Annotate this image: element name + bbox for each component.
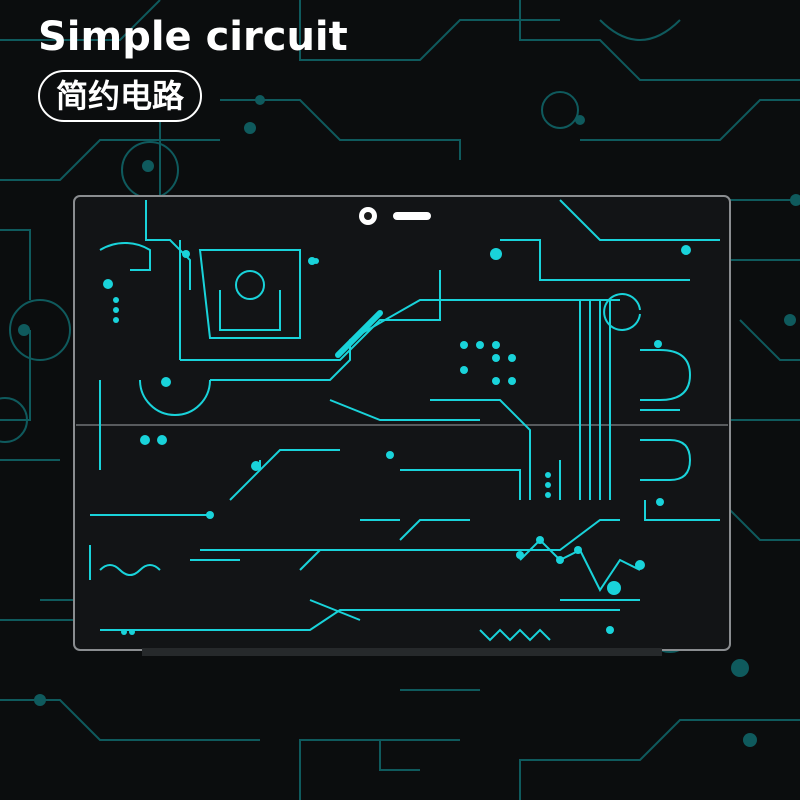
tablet-device <box>73 195 731 656</box>
sensor-icon <box>393 212 431 220</box>
background-circuit-nodes <box>18 95 800 747</box>
product-title: Simple circuit <box>38 14 348 60</box>
product-subtitle-badge: 简约电路 <box>38 70 203 122</box>
device-circuit-pattern <box>89 199 720 642</box>
accent-bar <box>335 310 383 358</box>
device-circuit-nodes <box>103 245 691 635</box>
